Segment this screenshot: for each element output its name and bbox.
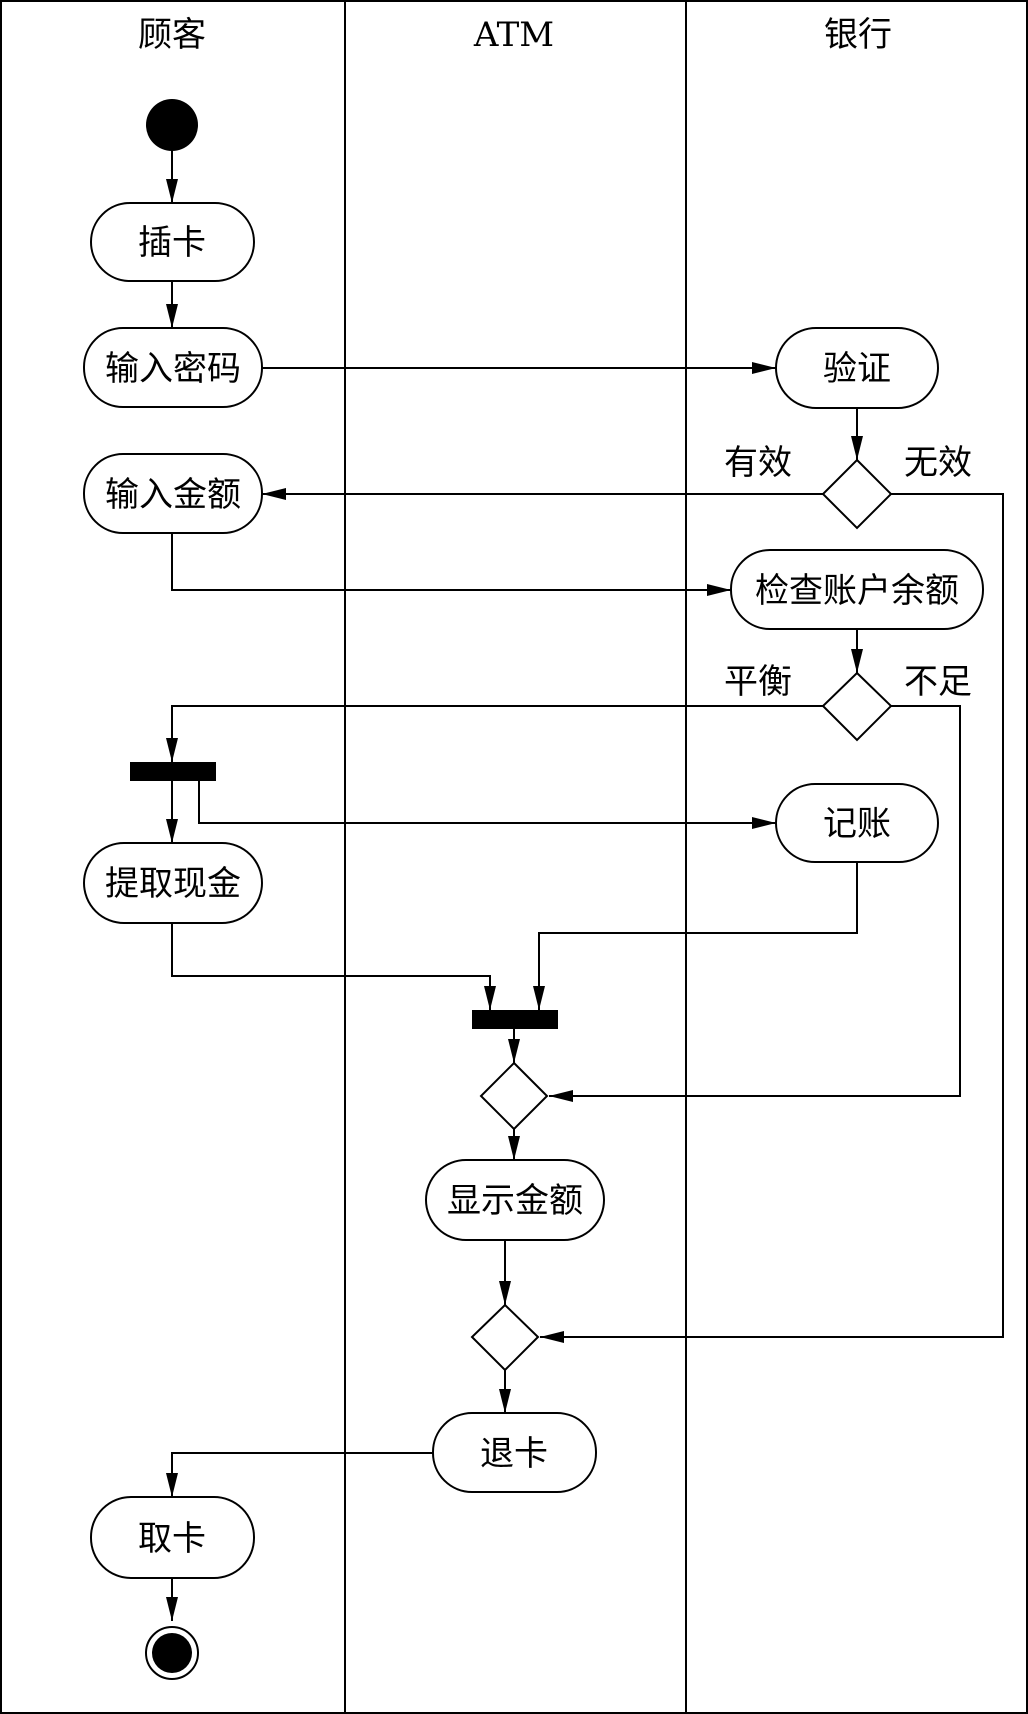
final-node [145, 1626, 199, 1680]
activity-post-entry-label: 记账 [823, 804, 891, 844]
activity-verify: 验证 [775, 327, 939, 409]
merge-invalid [470, 1303, 540, 1372]
activity-check-balance: 检查账户余额 [730, 549, 984, 630]
activity-enter-amount-label: 输入金额 [105, 475, 241, 515]
guard-balanced: 平衡 [724, 662, 792, 702]
activity-enter-amount: 输入金额 [83, 453, 263, 534]
activity-withdraw-cash: 提取现金 [83, 842, 263, 924]
activity-insert-card-label: 插卡 [138, 223, 206, 263]
flow-withdraw-to-join [171, 923, 496, 1010]
activity-verify-label: 验证 [823, 349, 891, 389]
guard-insufficient: 不足 [904, 662, 972, 702]
join-bar [472, 1010, 558, 1029]
lane-title-bank: 银行 [824, 15, 892, 55]
activity-take-card: 取卡 [90, 1496, 255, 1579]
guard-valid: 有效 [724, 443, 792, 483]
activity-show-amount: 显示金额 [425, 1159, 605, 1241]
fork-bar [130, 762, 216, 781]
flow-insufficient-to-merge [549, 705, 961, 1102]
activity-take-card-label: 取卡 [138, 1519, 206, 1559]
lane-title-customer: 顾客 [138, 15, 206, 55]
activity-post-entry: 记账 [775, 783, 939, 863]
activity-enter-password-label: 输入密码 [105, 349, 241, 389]
decision-balance [821, 671, 893, 742]
activity-eject-card: 退卡 [432, 1412, 597, 1493]
flow-eject-card-to-take-card [166, 1452, 433, 1497]
flow-balanced-to-fork [166, 705, 823, 762]
flow-post-entry-to-join [533, 862, 858, 1010]
flows [166, 150, 1004, 1621]
decision-verify [821, 458, 893, 530]
activity-insert-card: 插卡 [90, 202, 255, 282]
activity-check-balance-label: 检查账户余额 [755, 571, 959, 611]
flow-enter-amount-to-check-balance [171, 533, 731, 596]
activity-enter-password: 输入密码 [83, 327, 263, 408]
merge-insufficient [479, 1061, 549, 1131]
initial-node [146, 99, 198, 151]
flow-fork-to-post-entry [198, 781, 776, 829]
lane-title-atm: ATM [473, 15, 554, 55]
flow-invalid-to-merge [540, 493, 1004, 1343]
activity-eject-card-label: 退卡 [480, 1434, 548, 1474]
activity-withdraw-cash-label: 提取现金 [105, 864, 241, 904]
guard-invalid: 无效 [904, 443, 972, 483]
activity-show-amount-label: 显示金额 [447, 1181, 583, 1221]
